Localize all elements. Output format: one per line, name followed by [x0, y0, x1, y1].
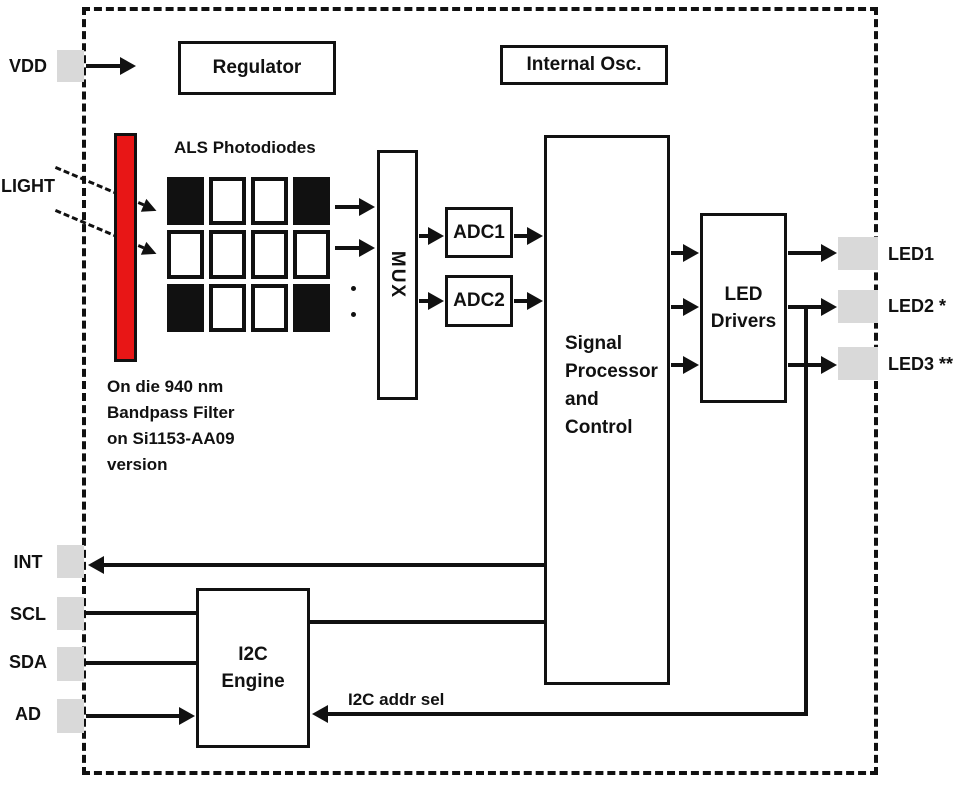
- i2c-addr-sel-line: [327, 712, 806, 716]
- i2c-engine-block: I2C Engine: [196, 588, 310, 748]
- mux-label: MUX: [387, 250, 409, 300]
- filter-note-line1: On die 940 nm: [107, 377, 224, 396]
- int-arrow: [103, 563, 544, 567]
- ellipsis-dot-2: [351, 312, 356, 317]
- sp-line3: and: [565, 389, 599, 410]
- filter-note-line3: on Si1153-AA09: [107, 429, 235, 448]
- vdd-arrowhead-icon: [120, 57, 136, 75]
- led1-arrowhead-icon: [821, 244, 837, 262]
- photodiode-cell-light: [209, 177, 246, 226]
- adc2-label: ADC2: [453, 290, 505, 311]
- photodiode-cell-light: [251, 177, 288, 226]
- pd-row1-arrow: [335, 205, 359, 209]
- pd-row2-arrow: [335, 246, 359, 250]
- bandpass-filter-bar: [114, 133, 137, 362]
- sda-pad: [57, 647, 84, 681]
- regulator-block: Regulator: [178, 41, 336, 95]
- sda-label: SDA: [8, 652, 47, 672]
- signal-processor-label: Signal Processor and Control: [565, 330, 658, 442]
- internal-osc-block: Internal Osc.: [500, 45, 668, 85]
- adc2-block: ADC2: [445, 275, 513, 327]
- sp-led1-arrowhead-icon: [683, 244, 699, 262]
- led1-out-arrow: [788, 251, 821, 255]
- photodiode-cell-dark: [293, 283, 330, 332]
- filter-note-line2: Bandpass Filter: [107, 403, 235, 422]
- led-drivers-line1: LED: [724, 284, 763, 305]
- internal-osc-label: Internal Osc.: [526, 54, 642, 75]
- mux-adc1-arrowhead-icon: [428, 227, 444, 245]
- i2c-addr-sel-label: I2C addr sel: [348, 690, 445, 709]
- vdd-arrow: [86, 64, 120, 68]
- sp-led3-arrow: [671, 363, 683, 367]
- photodiode-cell-dark: [293, 177, 330, 226]
- led1-pad: [838, 237, 878, 270]
- ad-arrowhead-icon: [179, 707, 195, 725]
- light-label: LIGHT: [1, 176, 55, 196]
- ad-arrow: [86, 714, 179, 718]
- vdd-label: VDD: [8, 56, 47, 76]
- sp-line4: Control: [565, 417, 633, 438]
- sp-led3-arrowhead-icon: [683, 356, 699, 374]
- ellipsis-dot-1: [351, 286, 356, 291]
- photodiode-cell-dark: [167, 283, 204, 332]
- mux-adc2-arrow: [419, 299, 428, 303]
- sp-line2: Processor: [565, 361, 658, 382]
- led3-label: LED3 **: [888, 354, 954, 374]
- led3-arrowhead-icon: [821, 356, 837, 374]
- i2c-engine-line1: I2C: [238, 644, 268, 665]
- mux-block: MUX: [377, 150, 418, 400]
- photodiode-cell-light: [251, 230, 288, 279]
- led-drivers-line2: Drivers: [710, 311, 777, 332]
- ad-label: AD: [15, 704, 41, 724]
- int-pad: [57, 545, 84, 578]
- photodiode-cell-light: [209, 230, 246, 279]
- signal-processor-block: [544, 135, 670, 685]
- photodiode-grid: [167, 177, 330, 332]
- filter-note-line4: version: [107, 455, 168, 474]
- led1-label: LED1: [888, 244, 935, 264]
- filter-note: On die 940 nm Bandpass Filter on Si1153-…: [107, 374, 235, 478]
- i2c-engine-line2: Engine: [221, 671, 285, 692]
- led2-label: LED2 *: [888, 296, 947, 316]
- int-arrowhead-icon: [88, 556, 104, 574]
- ad-pad: [57, 699, 84, 733]
- regulator-label: Regulator: [212, 57, 302, 78]
- scl-pad: [57, 597, 84, 630]
- mux-adc2-arrowhead-icon: [428, 292, 444, 310]
- addr-sel-branch-line: [804, 305, 808, 716]
- scl-label: SCL: [10, 604, 46, 624]
- adc1-block: ADC1: [445, 207, 513, 258]
- chip-boundary: [82, 7, 878, 775]
- mux-adc1-arrow: [419, 234, 428, 238]
- als-photodiodes-label: ALS Photodiodes: [174, 138, 316, 157]
- photodiode-cell-dark: [167, 177, 204, 226]
- photodiode-cell-light: [293, 230, 330, 279]
- sp-led2-arrow: [671, 305, 683, 309]
- sp-led2-arrowhead-icon: [683, 298, 699, 316]
- photodiode-cell-light: [209, 283, 246, 332]
- adc2-sp-arrowhead-icon: [527, 292, 543, 310]
- adc1-sp-arrowhead-icon: [527, 227, 543, 245]
- photodiode-cell-light: [167, 230, 204, 279]
- led2-arrowhead-icon: [821, 298, 837, 316]
- i2c-addr-sel-arrowhead-icon: [312, 705, 328, 723]
- pd-row1-arrowhead-icon: [359, 198, 375, 216]
- led-drivers-block: LED Drivers: [700, 213, 787, 403]
- scl-line: [84, 611, 196, 615]
- vdd-pad: [57, 50, 84, 82]
- photodiode-cell-light: [251, 283, 288, 332]
- pd-row2-arrowhead-icon: [359, 239, 375, 257]
- adc1-sp-arrow: [514, 234, 527, 238]
- int-label: INT: [13, 552, 43, 572]
- adc2-sp-arrow: [514, 299, 527, 303]
- led3-pad: [838, 347, 878, 380]
- sp-line1: Signal: [565, 333, 623, 354]
- i2c-sp-line: [310, 620, 545, 624]
- led2-pad: [838, 290, 878, 323]
- sp-led1-arrow: [671, 251, 683, 255]
- sda-line: [84, 661, 196, 665]
- adc1-label: ADC1: [453, 221, 505, 243]
